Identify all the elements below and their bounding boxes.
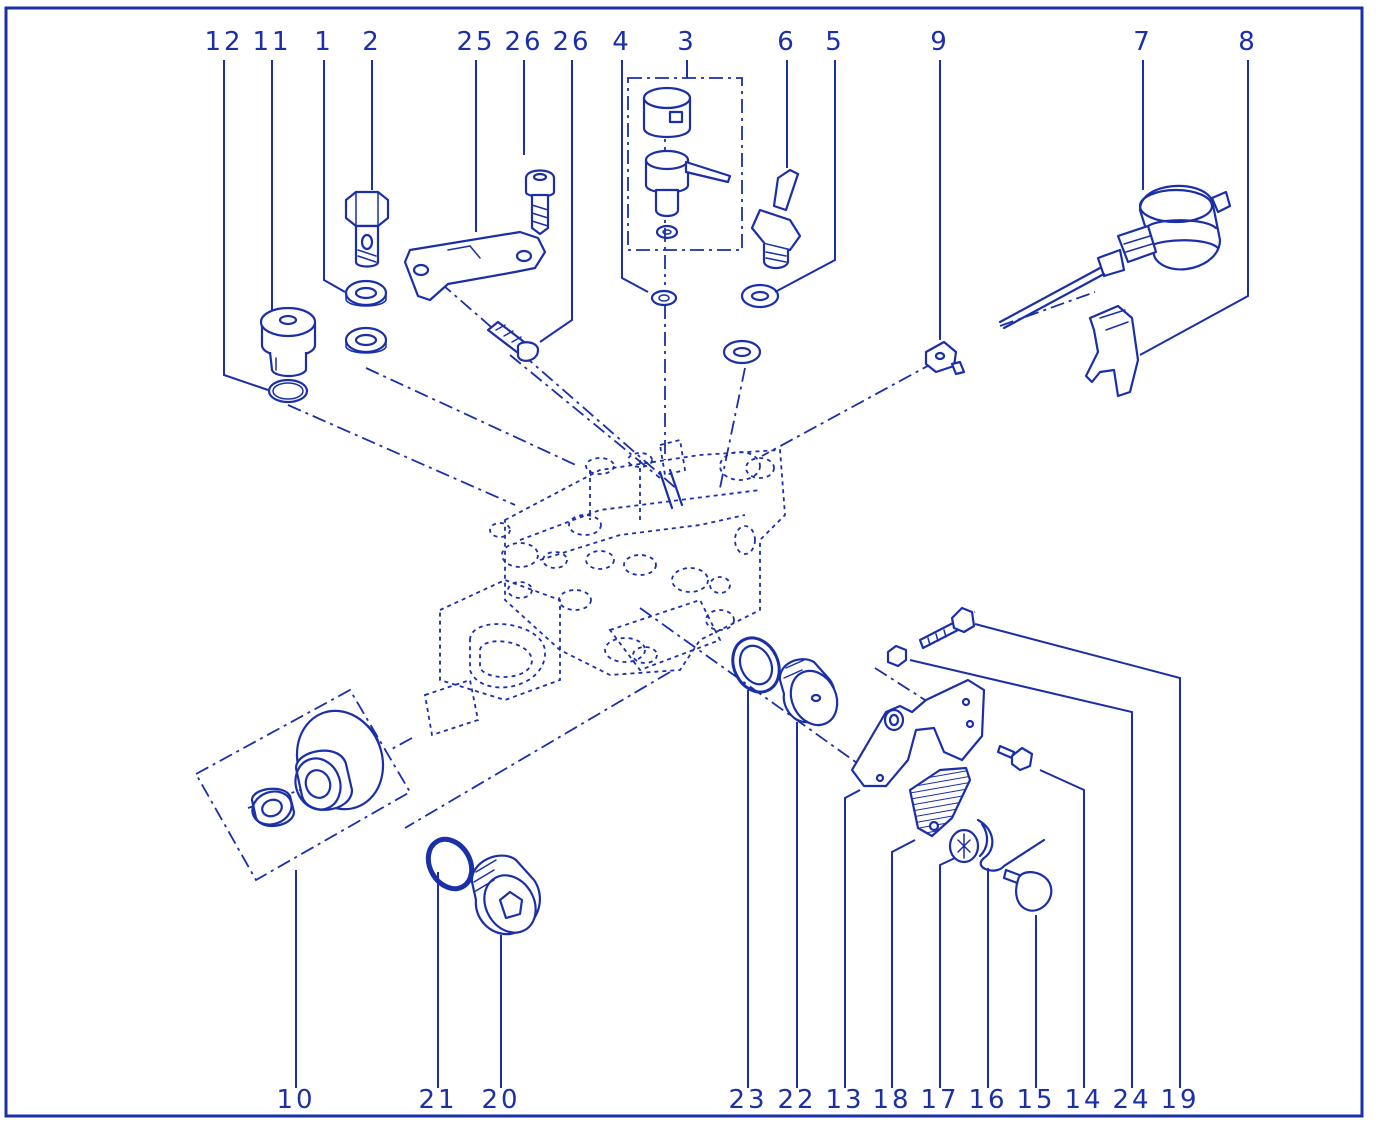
part-5-washers (722, 283, 780, 365)
part-26-screw-bottom (486, 320, 540, 362)
leader-lines-bottom (295, 623, 1181, 1088)
part-7-cable-actuator (998, 184, 1232, 330)
part-12-o-ring (267, 378, 309, 404)
part-16-spring (976, 818, 1046, 872)
part-21-o-ring (425, 836, 475, 892)
callout-21: 21 (418, 1085, 457, 1115)
callout-18: 18 (872, 1085, 911, 1115)
leader-14 (1039, 769, 1085, 1088)
callout-1: 1 (314, 27, 334, 57)
part-20-screw-plug (470, 854, 542, 936)
leader-8 (1139, 60, 1249, 356)
callout-17: 17 (920, 1085, 959, 1115)
callout-9: 9 (930, 27, 950, 57)
part-19-bolt (918, 606, 976, 650)
diagram-frame (4, 6, 1364, 1118)
callout-23: 23 (728, 1085, 767, 1115)
callout-24: 24 (1112, 1085, 1151, 1115)
leader-26-right (539, 60, 573, 343)
pump-body-phantom (423, 438, 786, 737)
callout-10: 10 (276, 1085, 315, 1115)
callout-6: 6 (777, 27, 797, 57)
part-24-nut (886, 644, 908, 668)
callouts-top: 12 11 1 2 25 26 26 4 3 6 5 9 7 8 (204, 27, 1258, 57)
leader-4 (621, 60, 649, 293)
part-23-seal-ring (731, 636, 781, 694)
callout-16: 16 (968, 1085, 1007, 1115)
part-17-star-washer (948, 828, 980, 864)
part-1-washers (344, 279, 388, 354)
callout-12: 12 (204, 27, 243, 57)
callout-4: 4 (612, 27, 632, 57)
part-8-clip (1084, 304, 1140, 398)
callout-25: 25 (456, 27, 495, 57)
callout-19: 19 (1160, 1085, 1199, 1115)
leader-24 (909, 659, 1133, 1088)
callout-15: 15 (1016, 1085, 1055, 1115)
part-3-solenoid-assembly (627, 77, 743, 251)
callout-7: 7 (1133, 27, 1153, 57)
leader-18 (891, 839, 916, 1088)
part-22-plug (778, 658, 839, 727)
part-4-washer (650, 289, 678, 307)
part-2-banjo-bolt (344, 190, 390, 268)
callout-11: 11 (252, 27, 291, 57)
callout-22: 22 (777, 1085, 816, 1115)
part-6-sensor (750, 168, 802, 270)
part-14-bolt (996, 744, 1034, 772)
callout-13: 13 (825, 1085, 864, 1115)
callout-14: 14 (1064, 1085, 1103, 1115)
part-11-cap-plug (259, 306, 317, 378)
leader-lines-top (223, 60, 1249, 391)
callout-20: 20 (481, 1085, 520, 1115)
part-15-knob-screw (1002, 868, 1053, 912)
callout-8: 8 (1238, 27, 1258, 57)
leader-17 (939, 857, 956, 1088)
callout-5: 5 (825, 27, 845, 57)
part-10-pulley-assembly (194, 688, 412, 882)
leader-1 (323, 60, 346, 293)
part-13-plate (850, 678, 986, 788)
callout-2: 2 (362, 27, 382, 57)
callout-26-right: 26 (552, 27, 591, 57)
callout-26-left: 26 (504, 27, 543, 57)
leader-12 (223, 60, 269, 391)
part-9-cable-nipple (924, 340, 966, 376)
leader-13 (844, 789, 861, 1088)
part-25-bracket (403, 230, 547, 302)
leader-5 (774, 60, 836, 293)
leader-19 (974, 623, 1181, 1088)
part-26-screw-top (524, 169, 556, 236)
callouts-bottom: 10 21 20 23 22 13 18 17 16 15 14 24 19 (276, 1085, 1199, 1115)
part-18-hatched-plate (908, 766, 972, 838)
callout-3: 3 (677, 27, 697, 57)
